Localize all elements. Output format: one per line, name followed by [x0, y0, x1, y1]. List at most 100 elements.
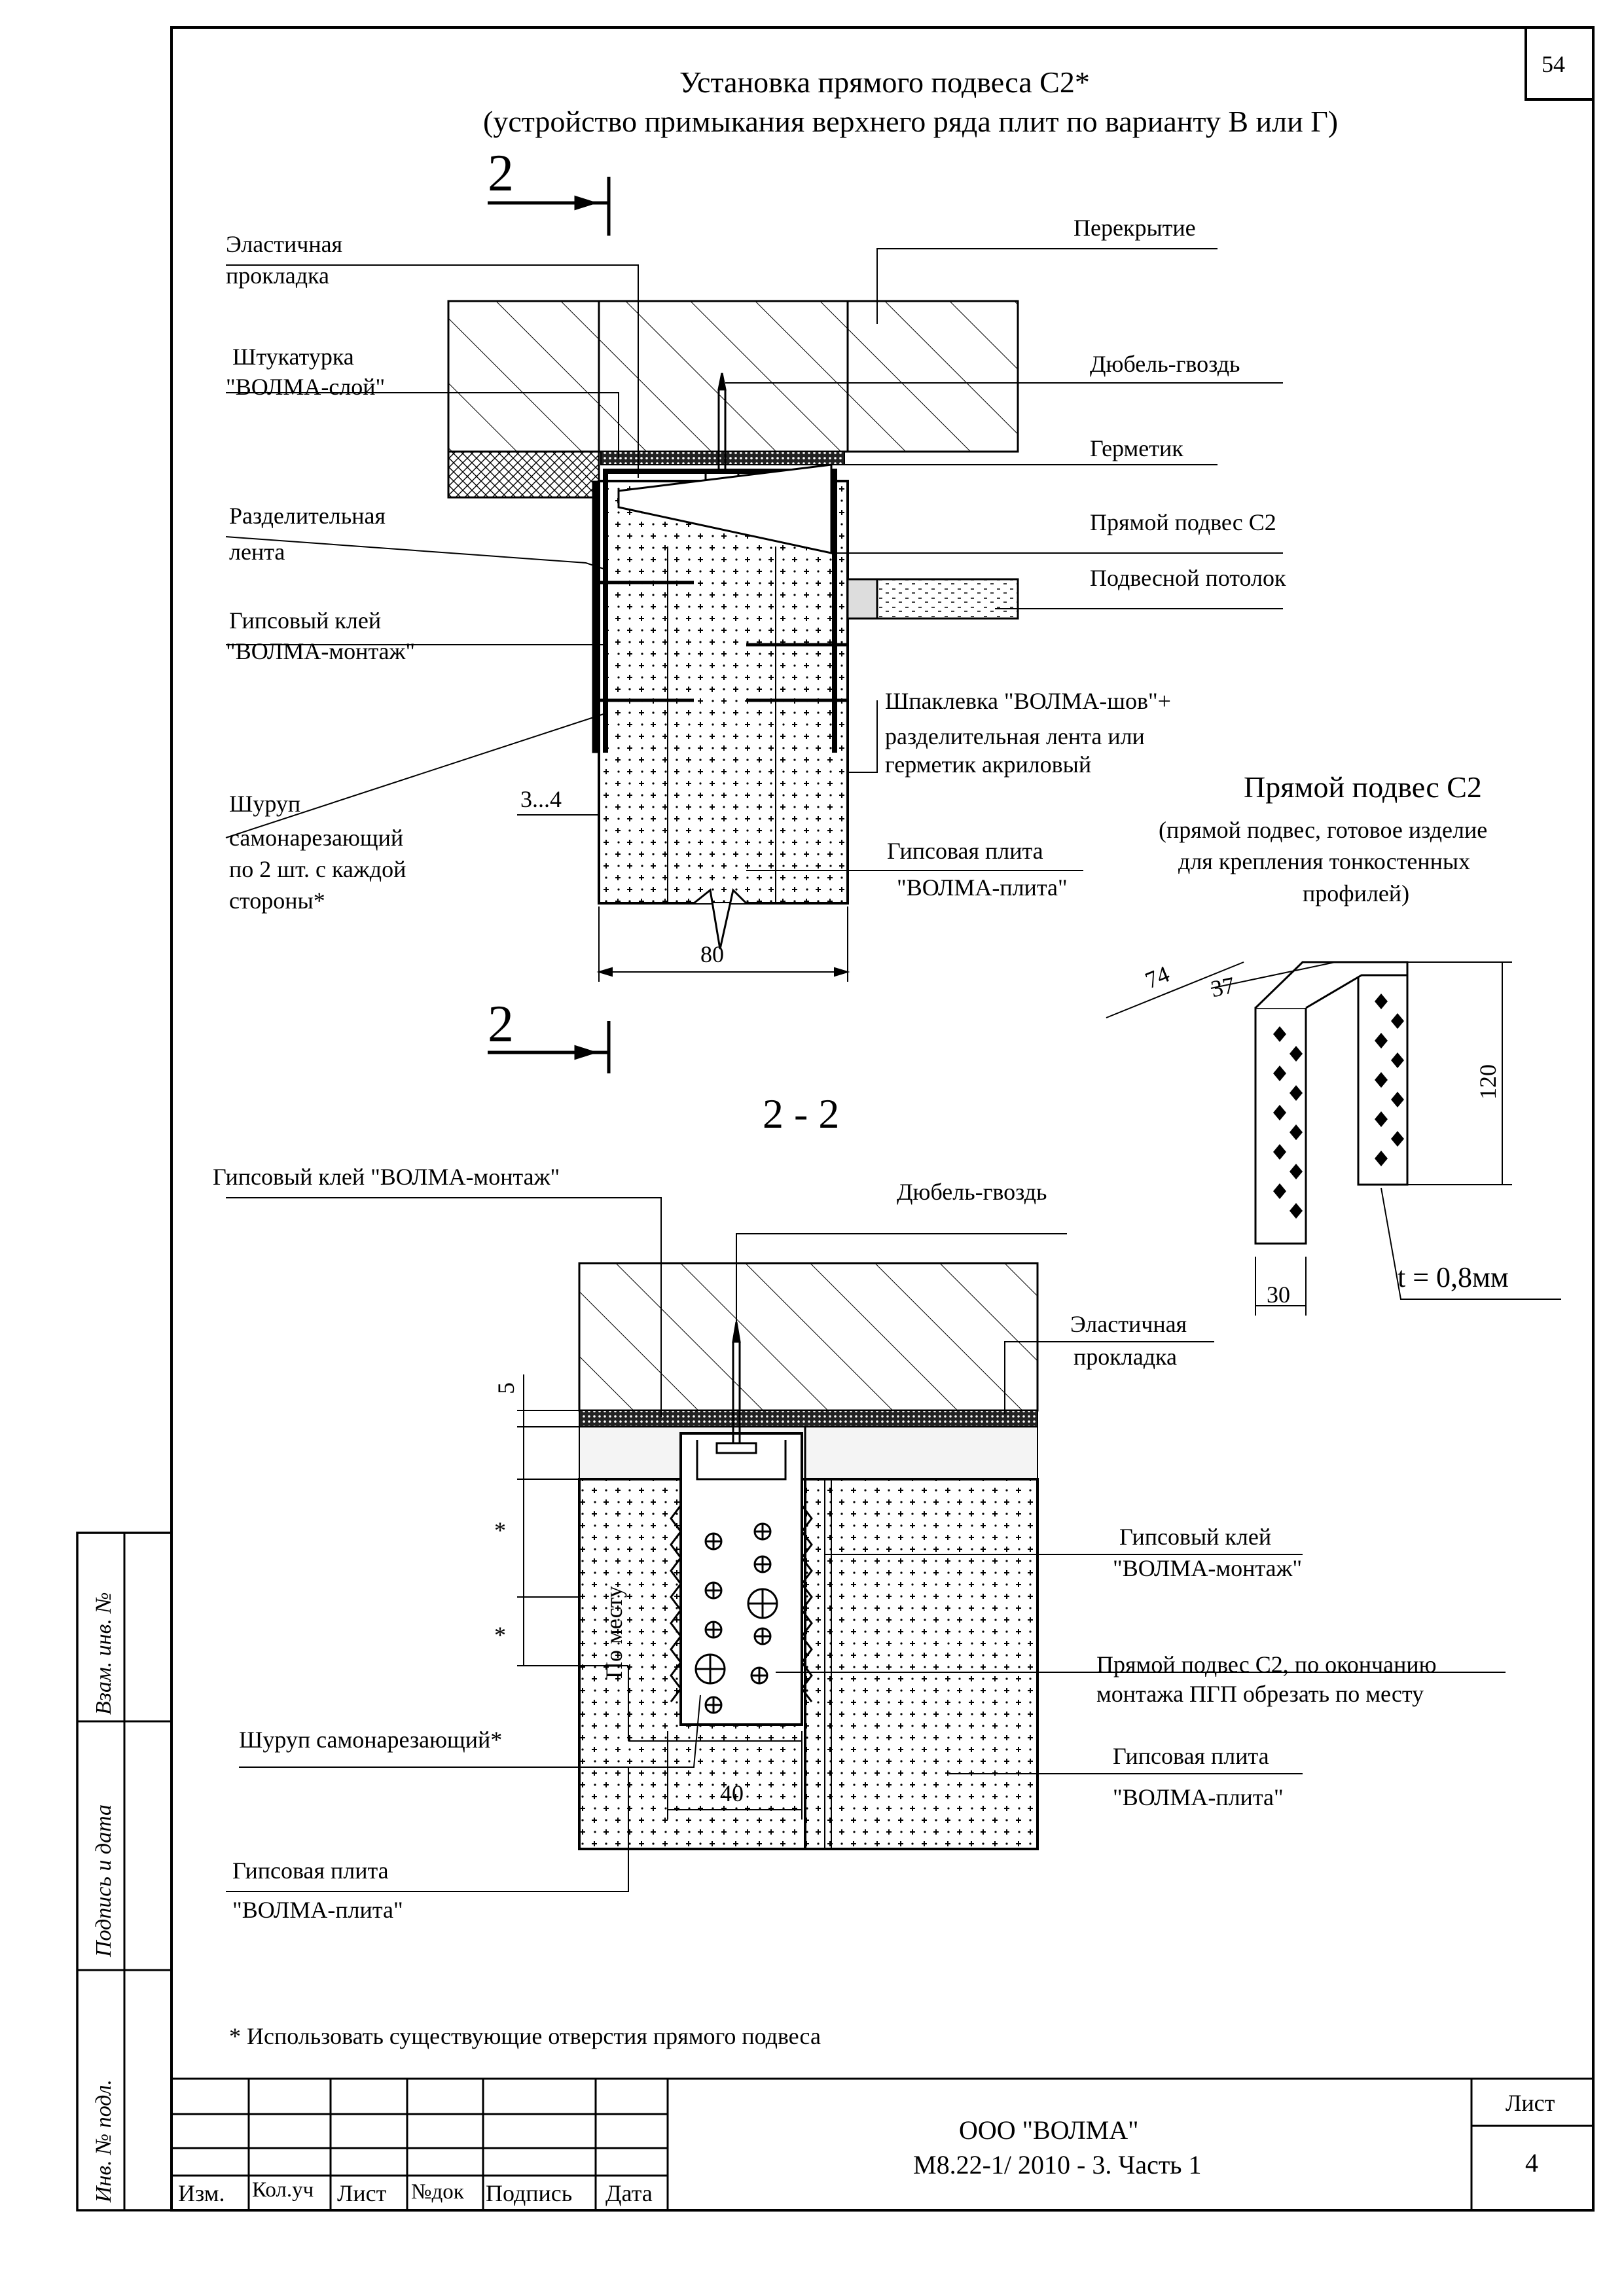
hanger-detail-title: Прямой подвес С2 — [1244, 770, 1482, 804]
section-marker-bottom-label: 2 — [488, 996, 514, 1053]
title-block — [171, 2077, 1593, 2210]
elastic-pad — [600, 451, 845, 465]
label-screw-4: стороны* — [229, 888, 325, 914]
suspended-ceiling — [876, 578, 1019, 620]
slab-right — [846, 300, 1019, 453]
tb-col-qty: Кол.уч — [252, 2178, 314, 2202]
label-elastic-pad-1: Эластичная — [226, 231, 343, 257]
section-dowel — [715, 1321, 757, 1454]
section-dim-40: 40 — [720, 1780, 744, 1806]
dimension-gap-label: 3...4 — [520, 786, 562, 812]
section-hanger-holes — [695, 1522, 778, 1714]
section-dim-star-2: * — [494, 1622, 506, 1648]
stamp-inv-original: Инв. № подл. — [92, 2079, 116, 2202]
label-hanger: Прямой подвес С2 — [1090, 509, 1276, 535]
plaster-layer — [447, 450, 600, 499]
tb-document: М8.22-1/ 2010 - 3. Часть 1 — [913, 2150, 1202, 2179]
section-dim-star-1: * — [494, 1517, 506, 1543]
tb-col-change: Изм. — [178, 2180, 225, 2206]
hanger-holes — [1273, 994, 1404, 1219]
tb-company: ООО "ВОЛМА" — [959, 2115, 1139, 2145]
page-number: 54 — [1542, 51, 1565, 77]
tb-col-signature: Подпись — [486, 2180, 573, 2206]
tb-sheet-number: 4 — [1525, 2148, 1538, 2178]
stamp-signature-date: Подпись и дата — [92, 1804, 116, 1957]
label-plaster-2: "ВОЛМА-слой" — [226, 374, 386, 400]
putty-joint — [846, 578, 878, 620]
hanger-dim-37: 37 — [1208, 971, 1237, 1003]
label-putty-2: разделительная лента или — [885, 723, 1145, 749]
label-elastic-pad-2: прокладка — [226, 262, 329, 289]
top-view — [225, 177, 1283, 1073]
section-label-board-left-1: Гипсовая плита — [232, 1857, 389, 1884]
section-marker-bottom — [488, 1021, 611, 1073]
tb-col-doc: №док — [411, 2180, 464, 2204]
section-label-elastic-1: Эластичная — [1070, 1311, 1187, 1337]
section-hanger — [679, 1432, 803, 1726]
footnote: * Использовать существующие отверстия пр… — [229, 2023, 821, 2049]
hanger-dim-30: 30 — [1267, 1282, 1290, 1308]
separating-tape — [592, 480, 600, 753]
hanger-detail-desc-2: для крепления тонкостенных — [1178, 848, 1471, 874]
hanger-detail-desc-1: (прямой подвес, готовое изделие — [1159, 817, 1488, 843]
section-elastic-pad — [579, 1410, 1038, 1427]
dimension-80-label: 80 — [700, 941, 724, 967]
stamp-replaced-inv: Взам. инв. № — [92, 1592, 116, 1715]
section-marker-top — [488, 177, 611, 236]
hanger-thickness: t = 0,8мм — [1398, 1261, 1509, 1293]
tb-col-sheet: Лист — [337, 2180, 387, 2206]
slab-left — [447, 300, 600, 453]
section-dim-5: 5 — [493, 1382, 519, 1394]
label-board-1: Гипсовая плита — [887, 838, 1043, 864]
section-label-dowel: Дюбель-гвоздь — [897, 1179, 1047, 1205]
label-sealant: Герметик — [1090, 435, 1183, 461]
section-leaders — [226, 1197, 1506, 1892]
label-board-2: "ВОЛМА-плита" — [897, 874, 1068, 901]
section-dimensions — [517, 1374, 803, 1820]
section-label-hanger-2: монтажа ПГП обрезать по месту — [1096, 1681, 1424, 1707]
section-label-screw: Шуруп самонарезающий* — [239, 1727, 503, 1753]
label-plaster-1: Штукатурка — [232, 344, 354, 370]
section-label-in-place: По месту — [601, 1586, 627, 1679]
label-separating-tape-2: лента — [229, 539, 285, 565]
section-marker-top-label: 2 — [488, 145, 514, 202]
sheet-frame — [170, 26, 1595, 2212]
label-glue-1: Гипсовый клей — [229, 607, 382, 634]
hanger-detail — [1106, 961, 1561, 1316]
hanger-dimensions — [1106, 961, 1561, 1316]
section-slab — [578, 1262, 1039, 1412]
section-gap — [579, 1426, 1038, 1480]
section-label-glue-right-2: "ВОЛМА-монтаж" — [1113, 1555, 1303, 1581]
label-screw-2: самонарезающий — [229, 825, 404, 851]
leaders-top — [225, 248, 1283, 871]
hanger-dim-120: 120 — [1475, 1064, 1501, 1100]
screws — [599, 581, 848, 702]
section-view — [226, 1197, 1506, 1892]
section-board-right — [804, 1478, 1039, 1850]
section-label-board-right-2: "ВОЛМА-плита" — [1113, 1784, 1284, 1810]
section-label-board-left-2: "ВОЛМА-плита" — [232, 1897, 403, 1923]
label-dowel: Дюбель-гвоздь — [1090, 351, 1240, 377]
label-putty-1: Шпаклевка "ВОЛМА-шов"+ — [885, 688, 1171, 714]
sheet-title: Установка прямого подвеса С2* — [679, 65, 1090, 99]
section-label-glue-top: Гипсовый клей "ВОЛМА-монтаж" — [213, 1164, 560, 1190]
dimension-80 — [596, 906, 850, 982]
section-label-board-right-1: Гипсовая плита — [1113, 1743, 1269, 1769]
label-putty-3: герметик акриловый — [885, 751, 1092, 778]
label-separating-tape-1: Разделительная — [229, 503, 386, 529]
tb-col-date: Дата — [605, 2180, 653, 2206]
hanger-detail-desc-3: профилей) — [1303, 880, 1410, 906]
label-slab: Перекрытие — [1074, 215, 1196, 241]
page-number-box — [1525, 26, 1595, 101]
section-label-glue-right-1: Гипсовый клей — [1119, 1524, 1272, 1550]
label-ceiling: Подвесной потолок — [1090, 565, 1286, 591]
label-glue-2: "ВОЛМА-монтаж" — [226, 638, 416, 664]
section-title: 2 - 2 — [763, 1090, 840, 1137]
section-label-hanger-1: Прямой подвес С2, по окончанию — [1096, 1651, 1437, 1677]
label-screw-1: Шуруп — [229, 791, 301, 817]
hanger-top-bridge — [1254, 961, 1409, 1009]
section-label-elastic-2: прокладка — [1074, 1344, 1177, 1370]
break-line — [693, 888, 748, 950]
tb-sheet-label: Лист — [1506, 2090, 1555, 2116]
